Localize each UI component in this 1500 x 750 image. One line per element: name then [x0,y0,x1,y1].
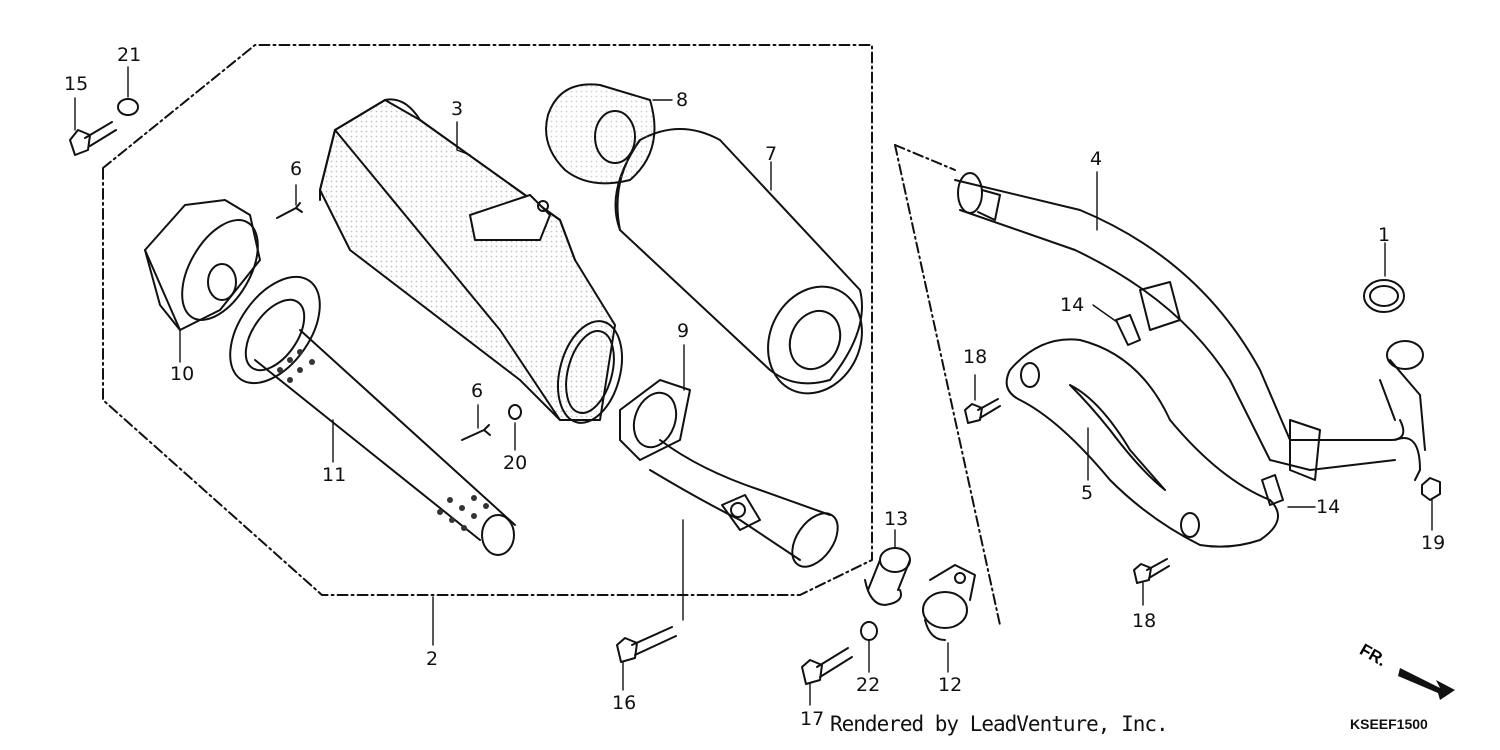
gasket-1 [1363,279,1405,313]
callout-11: 11 [322,464,347,486]
clamp-12 [922,564,976,641]
callout-10: 10 [170,363,195,385]
diagram-code: KSEEF1500 [1350,716,1428,732]
callout-15: 15 [64,73,89,95]
exhaust-pipe-4 [954,172,1426,481]
heat-guard-5 [1005,338,1279,548]
callout-16: 16 [612,692,637,714]
leader-lines [74,66,1433,706]
end-cap-10 [144,199,261,331]
inner-tube-11 [229,275,516,556]
rivet-6b [461,424,491,441]
callout-3: 3 [451,98,464,120]
clip-14a [1115,314,1141,346]
callout-2: 2 [426,648,439,670]
callout-4: 4 [1090,148,1103,170]
nut-20 [508,404,522,420]
bolt-16 [616,626,677,663]
bolt-18a [964,398,1001,424]
callout-21: 21 [117,44,142,66]
nut-19 [1421,477,1441,501]
callout-12: 12 [938,674,963,696]
callout-18b: 18 [1132,610,1157,632]
muffler-assembly-outline [102,44,873,596]
muffler-packing-7 [614,128,863,395]
callout-13: 13 [884,508,909,530]
bolt-18b [1133,558,1170,584]
callout-9: 9 [677,320,690,342]
callout-6a: 6 [290,158,303,180]
exhaust-pipe-group-outline [894,144,1001,626]
callout-22: 22 [856,674,881,696]
callout-7: 7 [765,143,778,165]
callout-14b: 14 [1316,496,1341,518]
washer-21 [117,98,139,116]
callout-8: 8 [676,89,689,111]
callout-5: 5 [1081,482,1094,504]
muffler-body-3 [319,98,623,424]
render-credit: Rendered by LeadVenture, Inc. [830,712,1169,736]
bolt-15 [69,121,117,156]
rivet-6a [276,202,303,219]
end-foam-8 [545,83,656,185]
callout-6b: 6 [471,380,484,402]
callout-19: 19 [1421,532,1446,554]
bolt-17 [801,647,853,685]
inlet-pipe-9 [619,379,839,568]
collar-13 [864,547,911,606]
callout-18a: 18 [963,346,988,368]
callout-1: 1 [1378,224,1391,246]
washer-22 [860,621,878,641]
callout-17: 17 [800,708,825,730]
callout-14a: 14 [1060,294,1085,316]
front-direction-arrow [1398,668,1455,700]
clip-14b [1261,474,1284,506]
callout-20: 20 [503,452,528,474]
